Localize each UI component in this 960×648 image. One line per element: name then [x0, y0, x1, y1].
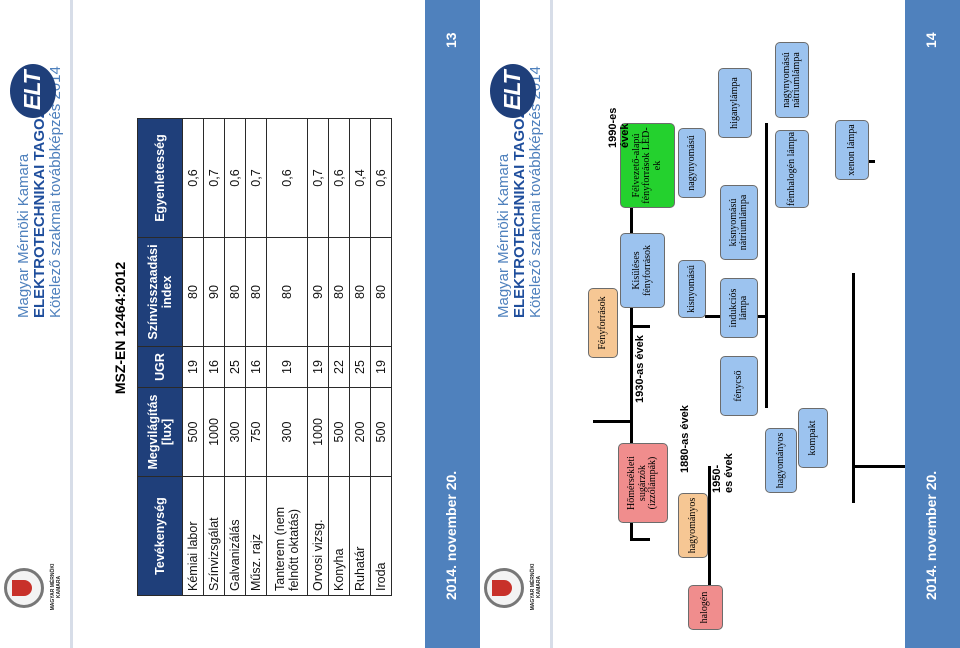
connector-line: [630, 538, 650, 541]
era-1930s: 1930-as évek: [634, 335, 646, 403]
elt-logo: ELT: [490, 64, 536, 118]
node-compact: kompakt: [798, 408, 828, 468]
era-1880s: 1880-as évek: [679, 405, 691, 473]
chamber-emblem-logo: MAGYAR MÉRNÖKI KAMARA: [0, 564, 62, 610]
node-halogen: halogén: [688, 585, 723, 630]
footer-date: 2014. november 20.: [443, 470, 459, 600]
era-1990s: 1990-es évek: [607, 107, 631, 148]
elt-logo: ELT: [10, 64, 56, 118]
node-xenon-lamp: xenon lámpa: [835, 120, 869, 180]
node-fluorescent-traditional: hagyományos: [765, 428, 797, 493]
header-divider: [550, 0, 553, 648]
lighting-standard-table: Tevékenység Megvilágítás [lux] UGR Színv…: [137, 118, 392, 596]
connector-line: [630, 325, 650, 328]
chamber-emblem-logo: MAGYAR MÉRNÖKI KAMARA: [480, 564, 542, 610]
node-induction-lamp: indukciós lámpa: [720, 278, 758, 338]
node-low-pressure-sodium: kisnyomású nátriumlámpa: [720, 185, 758, 260]
slide-13: MAGYAR MÉRNÖKI KAMARA Magyar Mérnöki Kam…: [0, 0, 480, 648]
era-1950s: 1950-es évek: [711, 453, 735, 493]
page-number: 14: [923, 32, 939, 48]
slide-footer: 2014. november 20. 14: [905, 0, 960, 648]
node-discharge-sources: Kisüléses fényforrások: [620, 233, 665, 308]
node-low-pressure: kisnyomású: [678, 260, 706, 318]
connector-line: [765, 123, 768, 408]
page-number: 13: [443, 32, 459, 48]
node-light-sources: Fényforrások: [588, 288, 618, 358]
slide-14: MAGYAR MÉRNÖKI KAMARA Magyar Mérnöki Kam…: [480, 0, 960, 648]
node-mercury-lamp: higanylámpa: [718, 68, 752, 138]
node-high-pressure: nagynyomású: [678, 128, 706, 198]
node-incandescent-traditional: hagyományos: [678, 493, 708, 558]
connector-line: [852, 273, 855, 503]
column-header: Egyenletesség: [137, 118, 183, 238]
footer-date: 2014. november 20.: [923, 470, 939, 600]
column-header: Tevékenység: [137, 476, 183, 596]
node-metal-halide: fémhalogén lámpa: [775, 130, 809, 208]
table-header-row: Tevékenység Megvilágítás [lux] UGR Színv…: [137, 118, 183, 596]
table-title: MSZ-EN 12464:2012: [112, 261, 128, 395]
node-thermal-radiators: Hőmérsékleti sugárzók (izzólámpák): [618, 443, 668, 523]
column-header: UGR: [137, 346, 183, 388]
column-header: Megvilágítás [lux]: [137, 387, 183, 477]
slide-footer: 2014. november 20. 13: [425, 0, 480, 648]
node-high-pressure-sodium: nagynyomású nátriumlámpa: [775, 42, 809, 118]
header-divider: [70, 0, 73, 648]
node-fluorescent-tube: fénycső: [720, 356, 758, 416]
connector-line: [593, 420, 633, 423]
column-header: Színvisszaadási index: [137, 237, 183, 347]
